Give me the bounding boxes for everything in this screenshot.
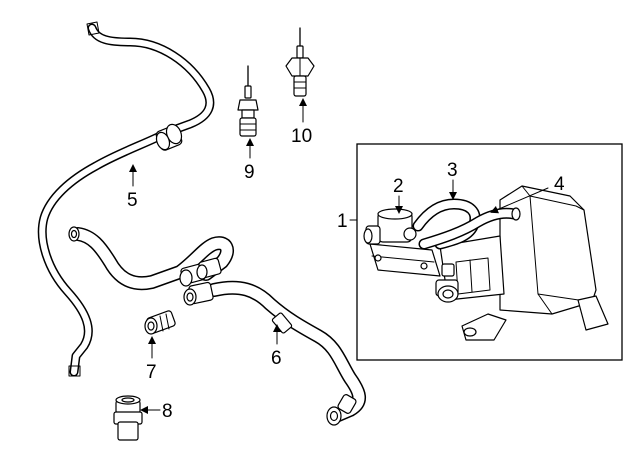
vent-hose-part-6 (183, 280, 366, 426)
callout-7: 7 (146, 362, 157, 383)
callout-10: 10 (291, 126, 312, 147)
vent-hose-part-5 (37, 21, 215, 377)
connector-part-7 (144, 310, 176, 335)
callout-numbers: 1 2 3 4 5 6 7 8 9 10 (127, 126, 565, 422)
callout-1: 1 (337, 211, 348, 232)
hose-part-3 (412, 198, 481, 250)
fitting-part-8 (113, 395, 143, 441)
hose-part-4 (418, 207, 521, 250)
callout-5: 5 (127, 190, 138, 211)
callout-9: 9 (244, 162, 255, 183)
sensor-part-10 (285, 27, 315, 97)
callout-2: 2 (393, 176, 404, 197)
canister-assembly-box (356, 143, 623, 361)
callout-3: 3 (447, 160, 458, 181)
callout-6: 6 (271, 348, 282, 369)
leader-4 (490, 187, 549, 214)
charcoal-canister (439, 185, 609, 341)
canister-lower-fittings (435, 263, 459, 303)
callout-8: 8 (162, 401, 173, 422)
sensor-part-9 (237, 65, 259, 137)
callout-4: 4 (554, 174, 565, 195)
vent-hose-middle (68, 226, 234, 291)
hose-connector (155, 123, 183, 151)
purge-valve-part-2 (363, 208, 441, 277)
leader-lines (129, 98, 549, 414)
